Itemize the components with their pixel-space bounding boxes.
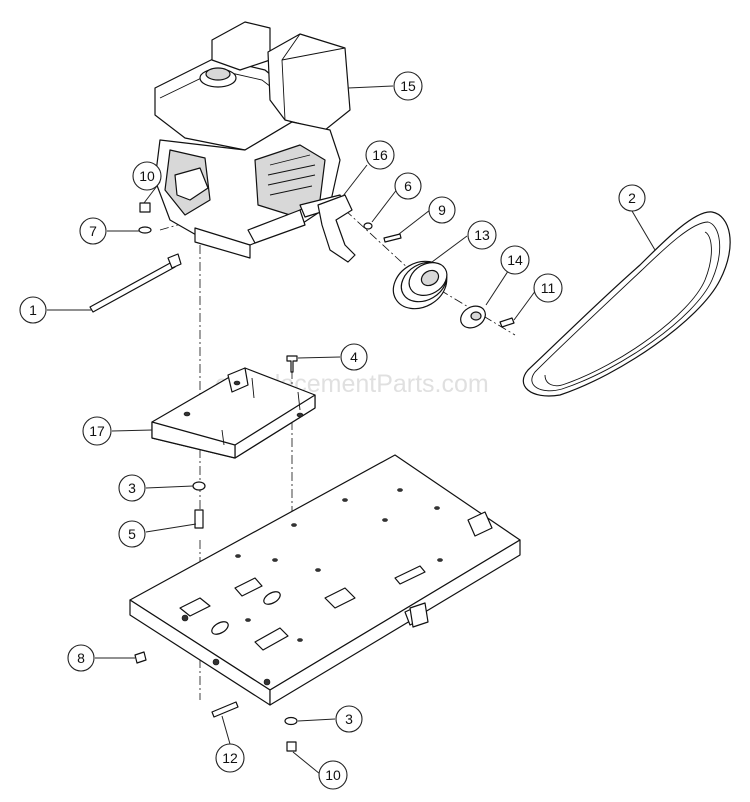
leader-lines — [47, 85, 656, 775]
callout-9: 9 — [428, 196, 456, 224]
callout-label: 3 — [128, 480, 136, 496]
callout-label: 3 — [345, 711, 353, 727]
callout-4: 4 — [340, 343, 368, 371]
callout-7: 7 — [79, 217, 107, 245]
callout-label: 11 — [541, 280, 556, 296]
callout-label: 4 — [350, 349, 358, 365]
engine — [154, 21, 351, 259]
callout-1: 1 — [19, 296, 47, 324]
bushing-14 — [460, 305, 486, 329]
base-plate — [129, 454, 521, 706]
callout-label: 5 — [128, 526, 136, 542]
callout-label: 8 — [77, 650, 85, 666]
callout-label: 2 — [628, 190, 636, 206]
callout-label: 10 — [139, 168, 155, 184]
callout-14: 14 — [500, 245, 530, 275]
callout-label: 12 — [222, 750, 238, 766]
callout-6: 6 — [394, 172, 422, 200]
nut-8 — [134, 651, 147, 664]
pin-12 — [211, 701, 239, 718]
belt-guard-bracket — [317, 194, 356, 263]
callout-11: 11 — [533, 273, 563, 303]
engine-mount-plate-17 — [151, 367, 316, 459]
callout-2: 2 — [618, 184, 646, 212]
callout-10-bottom: 10 — [318, 760, 348, 790]
callout-3-upper: 3 — [118, 474, 146, 502]
callout-5: 5 — [118, 520, 146, 548]
pulley-13 — [392, 260, 448, 310]
callout-label: 15 — [400, 78, 416, 94]
nut-10-bottom — [286, 741, 297, 752]
nut-10-top — [139, 202, 151, 213]
key-11 — [499, 317, 515, 328]
callout-17: 17 — [82, 416, 112, 446]
callout-15: 15 — [393, 71, 423, 101]
washer-6 — [363, 222, 373, 230]
callout-label: 7 — [89, 223, 97, 239]
callout-label: 1 — [29, 302, 37, 318]
callout-label: 17 — [89, 423, 105, 439]
bolt-5 — [194, 509, 204, 529]
callout-label: 9 — [438, 202, 446, 218]
callout-8: 8 — [67, 644, 95, 672]
callout-10-top: 10 — [132, 161, 162, 191]
callout-13: 13 — [467, 220, 497, 250]
long-bolt-1 — [89, 253, 182, 313]
callout-label: 13 — [474, 227, 490, 243]
bolt-4 — [286, 355, 298, 373]
washer-3-lower — [284, 716, 298, 726]
callout-12: 12 — [215, 743, 245, 773]
v-belt-2 — [522, 211, 731, 397]
washer-7 — [138, 226, 152, 234]
callout-3-lower: 3 — [335, 705, 363, 733]
callout-label: 6 — [404, 178, 412, 194]
callout-label: 16 — [372, 147, 388, 163]
callout-label: 10 — [325, 767, 341, 783]
bolt-9 — [383, 233, 402, 243]
callout-label: 14 — [507, 252, 523, 268]
callout-16: 16 — [365, 140, 395, 170]
washer-3-upper — [192, 481, 206, 491]
